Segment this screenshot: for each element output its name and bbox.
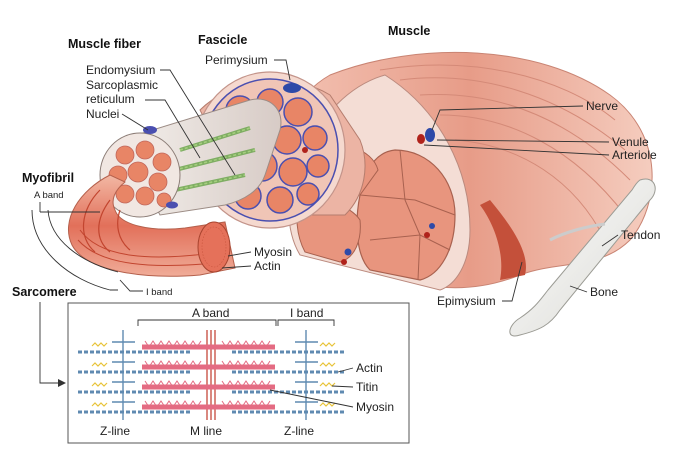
label-nerve: Nerve <box>586 99 618 113</box>
label-perimysium: Perimysium <box>205 53 268 67</box>
z-line-left-label: Z-line <box>100 424 130 438</box>
label-epimysium: Epimysium <box>437 294 496 308</box>
sarcomere-myosin-label: Myosin <box>356 400 394 414</box>
label-bone: Bone <box>590 285 618 299</box>
muscle-fiber <box>99 98 282 218</box>
sarcomere-i-band-label: I band <box>290 306 323 320</box>
label-a-band-small: A band <box>34 190 64 201</box>
actin-filaments <box>78 350 345 414</box>
heading-fascicle: Fascicle <box>198 33 247 47</box>
myosin-filaments <box>142 344 275 410</box>
sarcomere-actin-label: Actin <box>356 361 383 375</box>
heading-sarcomere: Sarcomere <box>12 285 77 299</box>
sarcomere-titin-label: Titin <box>356 380 378 394</box>
muscle-body <box>286 51 653 291</box>
label-venule: Venule <box>612 135 649 149</box>
nerve-mark <box>425 128 435 142</box>
label-myosin-top: Myosin <box>254 245 292 259</box>
heading-muscle: Muscle <box>388 24 430 38</box>
label-sarcoplasmic: Sarcoplasmic <box>86 78 158 92</box>
heading-muscle-fiber: Muscle fiber <box>68 37 141 51</box>
z-line-left <box>112 330 135 420</box>
z-line-right <box>295 330 318 420</box>
m-line-label: M line <box>190 424 222 438</box>
bone <box>509 178 656 337</box>
label-arteriole: Arteriole <box>612 148 657 162</box>
label-tendon: Tendon <box>621 228 660 242</box>
label-reticulum: reticulum <box>86 92 135 106</box>
myofibril <box>67 174 236 277</box>
sarcomere-a-band-label: A band <box>192 306 229 320</box>
titin-filaments <box>91 342 336 407</box>
label-actin-top: Actin <box>254 259 281 273</box>
z-line-right-label: Z-line <box>284 424 314 438</box>
heading-myofibril: Myofibril <box>22 171 74 185</box>
arteriole-mark <box>417 134 425 144</box>
sarcomere-panel: A band I band <box>67 302 410 444</box>
label-endomysium: Endomysium <box>86 63 155 77</box>
label-nuclei: Nuclei <box>86 107 119 121</box>
label-i-band-small: I band <box>146 287 172 298</box>
